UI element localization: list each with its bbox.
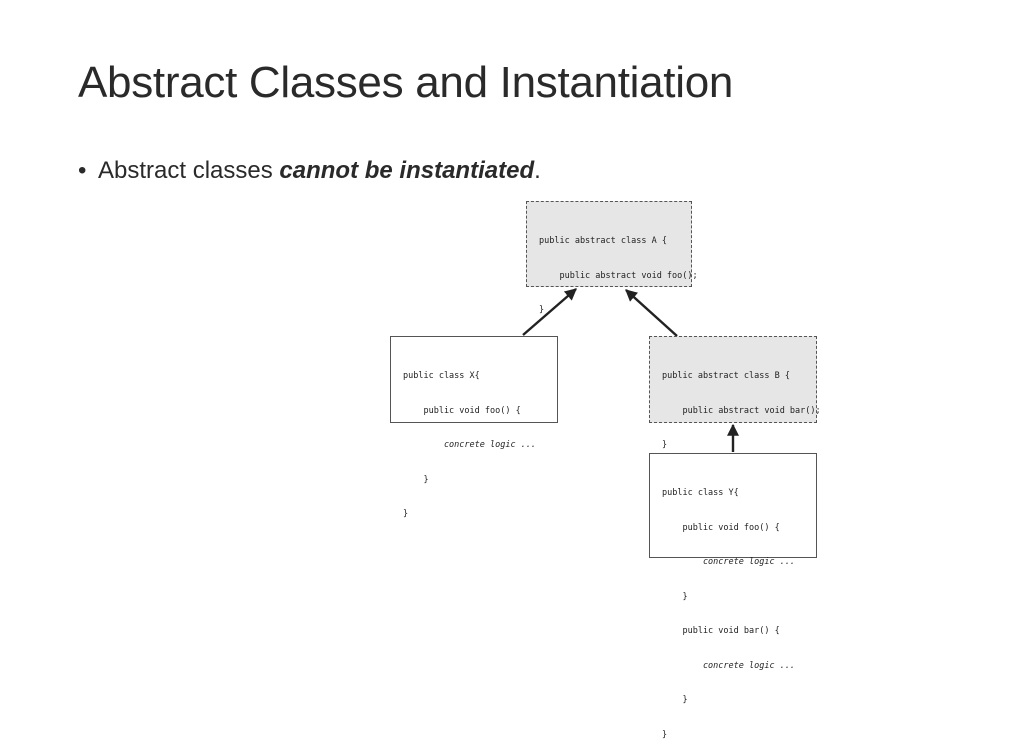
bullet-suffix: . — [534, 157, 541, 184]
code-line: concrete logic ... — [403, 440, 537, 450]
code-line: concrete logic ... — [662, 660, 796, 671]
code-line: public void bar() { — [662, 626, 780, 636]
code-line: } — [662, 695, 688, 705]
code-line: public class Y{ — [662, 488, 739, 498]
code-line: public class X{ — [403, 371, 480, 381]
code-line: public abstract void bar(); — [662, 405, 821, 416]
code-line: } — [403, 474, 429, 485]
code-line: } — [403, 509, 409, 519]
arrow-x-to-a — [522, 288, 577, 336]
code-line: public abstract class A { — [539, 236, 667, 246]
inheritance-arrows — [522, 288, 739, 452]
bullet-text: Abstract classes — [98, 157, 280, 184]
class-box-x: public class X{ public void foo() { conc… — [390, 336, 558, 519]
code-line: } — [662, 440, 668, 450]
code-line: public void foo() { — [662, 522, 780, 533]
code-line: } — [662, 729, 668, 740]
arrow-b-to-a — [625, 289, 678, 337]
class-box-a: public abstract class A { public abstrac… — [526, 201, 698, 315]
code-line: concrete logic ... — [662, 557, 796, 567]
code-line: public abstract void foo(); — [539, 270, 698, 281]
class-box-y: public class Y{ public void foo() { conc… — [649, 453, 817, 740]
bullet-dot-icon: • — [78, 157, 87, 184]
bullet-emphasis: cannot be instantiated — [279, 157, 535, 184]
slide-title: Abstract Classes and Instantiation — [78, 58, 734, 107]
bullet-item: • Abstract classes cannot be instantiated… — [78, 157, 541, 185]
code-line: } — [662, 591, 688, 602]
code-line: public void foo() { — [403, 405, 521, 416]
class-box-b: public abstract class B { public abstrac… — [649, 336, 821, 450]
code-line: public abstract class B { — [662, 371, 790, 381]
code-line: } — [539, 305, 545, 315]
